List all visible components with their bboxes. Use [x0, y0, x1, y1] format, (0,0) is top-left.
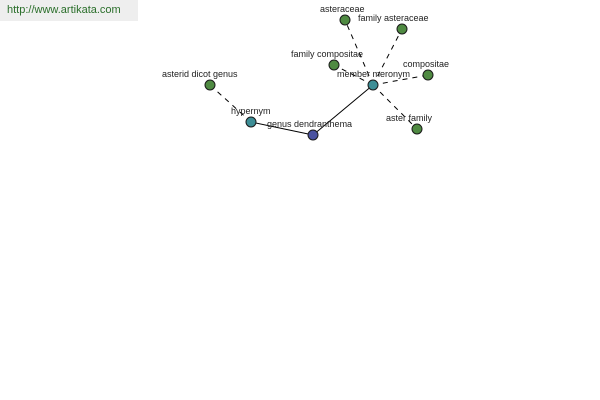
node-family-asteraceae[interactable] — [396, 23, 408, 35]
edge-hypernym-asterid-dicot-genus — [209, 84, 252, 123]
edge-meronym-aster-family — [372, 84, 418, 130]
edge-center-hypernym — [250, 121, 314, 136]
graph-edges — [209, 19, 429, 136]
graph-nodes — [204, 14, 434, 141]
edge-meronym-asteraceae — [344, 19, 374, 86]
node-asteraceae[interactable] — [339, 14, 351, 26]
label-asterid-dicot-genus: asterid dicot genus — [162, 69, 238, 79]
node-hypernym[interactable] — [245, 116, 257, 128]
node-asterid-dicot-genus[interactable] — [204, 79, 216, 91]
label-family-compositae: family compositae — [291, 49, 363, 59]
node-compositae[interactable] — [422, 69, 434, 81]
label-hypernym: hypernym — [231, 106, 271, 116]
label-family-asteraceae: family asteraceae — [358, 13, 429, 23]
label-member-meronym: member meronym — [337, 69, 410, 79]
node-aster-family[interactable] — [411, 123, 423, 135]
watermark-link[interactable]: http://www.artikata.com — [7, 4, 121, 16]
node-family-compositae[interactable] — [328, 59, 340, 71]
label-asteraceae: asteraceae — [320, 4, 365, 14]
node-member-meronym[interactable] — [367, 79, 379, 91]
watermark-badge: http://www.artikata.com — [0, 0, 138, 21]
edge-center-member-meronym — [312, 84, 374, 136]
label-aster-family: aster family — [386, 113, 433, 123]
label-compositae: compositae — [403, 59, 449, 69]
label-genus-dendranthema: genus dendranthema — [267, 119, 352, 129]
node-genus-dendranthema[interactable] — [307, 129, 319, 141]
edge-meronym-family-compositae — [333, 64, 374, 86]
graph-labels: genus dendranthema hypernym member meron… — [162, 4, 449, 129]
edge-meronym-family-asteraceae — [372, 28, 403, 86]
